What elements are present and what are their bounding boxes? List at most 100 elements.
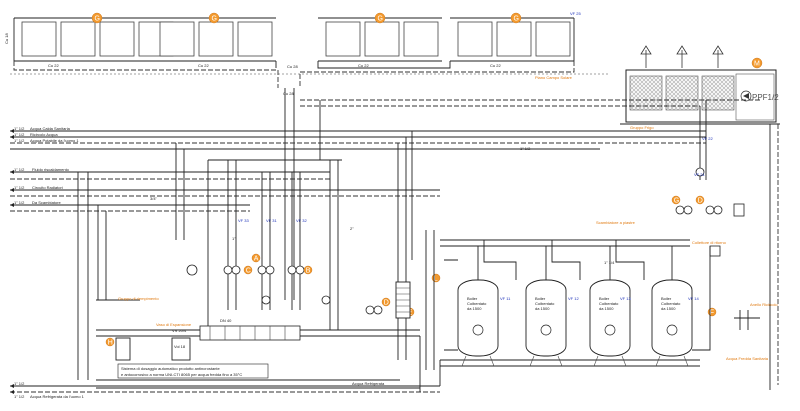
pump-12	[713, 205, 723, 215]
cold-water-label: Acqua Fredda Sanitaria	[726, 356, 769, 361]
tank-2-line-1: Boiler	[535, 296, 546, 301]
chiller-unit: PPF1/2 M Gruppo Frigo	[620, 45, 780, 390]
pump-badge-d: D	[384, 300, 389, 307]
pump-badge-d2: D	[698, 198, 703, 205]
pump-badge-b: B	[306, 268, 311, 275]
pump-4	[265, 265, 275, 275]
tank-1-line-2: Coibentato	[467, 301, 487, 306]
bottom-lines: 1" 1/2 Acqua Refrigerata 1" 1/2 Acqua Re…	[10, 336, 441, 399]
left-line-2-size: 1" 1/2	[14, 132, 25, 137]
chiller-badge	[751, 57, 763, 69]
tank-2-tag: VF 12	[568, 296, 579, 301]
dosing-group: Sistema di dosaggio automatico prodotto …	[96, 296, 420, 389]
pump-1	[223, 265, 233, 275]
exhaust-arrow-1	[640, 45, 652, 68]
plate-heat-exchanger	[395, 281, 411, 319]
pump-11	[705, 205, 715, 215]
left-line-3-size: 1" 1/2	[14, 138, 25, 143]
collector-group-2-badge-text: G	[212, 16, 217, 23]
collector-group-4: G Cu 22 VF 25	[450, 11, 581, 68]
chiller-base-label: Gruppo Frigo	[630, 125, 654, 130]
collector-group-2: G Cu 22	[153, 12, 276, 68]
pump-6	[295, 265, 305, 275]
storage-tanks	[425, 230, 700, 370]
collector-group-1: G Cu 18 Cu 22	[4, 12, 180, 68]
left-line-3-label: Acqua Potabile da l'uomo 1	[30, 138, 79, 143]
collector-group-2-pipe-bottom: Cu 22	[198, 63, 209, 68]
left-line-4-label: Fluido riscaldamento	[32, 167, 70, 172]
left-line-1-label: Acqua Calda Sanitaria	[30, 126, 71, 131]
tank-2-line-2: Coibentato	[535, 301, 555, 306]
pump-10	[683, 205, 693, 215]
solar-field-label: Piano Campo Solare	[535, 75, 573, 80]
size-label-a: 1" 1/2	[520, 146, 531, 151]
pump-row	[223, 205, 723, 315]
pump-badge-g: G	[674, 198, 679, 205]
bottom-line-1-label: Acqua Refrigerata	[352, 381, 385, 386]
dosing-note-line-2: e antocorrosivo a norma UNI-CTI 8065 per…	[121, 372, 242, 377]
tank-3-line-1: Boiler	[599, 296, 610, 301]
left-line-6-label: Da Scambiatore	[32, 200, 61, 205]
tank-3-line-2: Coibentato	[599, 301, 619, 306]
dosing-note-line-1: Sistema di dosaggio automatico prodotto …	[121, 366, 221, 371]
pump-badge-f: F	[710, 310, 714, 317]
pump-badge-l: L	[434, 276, 438, 283]
size-label-f: DN 40	[220, 318, 232, 323]
collector-group-3: G Cu 22	[318, 12, 442, 68]
tank-4: Boiler Coibentato da 1500 VF 14	[651, 279, 699, 367]
pump-5	[287, 265, 297, 275]
exhaust-arrow-3	[712, 45, 724, 68]
tank-4-line-2: Coibentato	[661, 301, 681, 306]
chiller-badge-text: M	[754, 61, 760, 68]
tank-4-line-1: Boiler	[661, 296, 672, 301]
left-line-2-label: Ricircolo Acqua	[30, 132, 58, 137]
loop-label: Anello Ricircolo	[750, 302, 778, 307]
collector-group-3-badge-text: G	[378, 16, 383, 23]
dosing-label: Gruppo di riempimento	[118, 296, 159, 301]
pump-badge-h: H	[108, 340, 113, 347]
tank-4-tag: VF 14	[688, 296, 699, 301]
blue-tag-3: VF 33	[238, 218, 249, 223]
collector-top-tag: VF 25	[570, 11, 581, 16]
tank-1: Boiler Coibentato da 1500 VF 11	[457, 279, 511, 367]
pump-7	[365, 305, 375, 315]
pump-2	[231, 265, 241, 275]
bottom-line-1-size: 1" 1/2	[14, 381, 25, 386]
left-line-6-size: 1" 1/2	[14, 200, 25, 205]
collector-group-4-badge-text: G	[514, 16, 519, 23]
size-label-c: 1"	[232, 236, 236, 241]
return-collector-label: Collettore di ritorno	[692, 240, 727, 245]
size-label-d: 2"	[350, 226, 354, 231]
pump-badge-c: C	[246, 268, 251, 275]
small-label-vol: Vol 18	[174, 344, 186, 349]
collector-group-1-pipe-left: Cu 18	[4, 33, 9, 44]
left-line-5-size: 1" 1/2	[14, 185, 25, 190]
collector-group-1-badge	[91, 12, 103, 24]
size-label-e: 1" 1/4	[604, 260, 615, 265]
tank-piping	[444, 240, 760, 351]
small-label-vs: VS 20/4	[172, 328, 187, 333]
bottom-line-2-label: Acqua Refrigerata da l'uomo 1	[30, 394, 85, 399]
blue-tag-5: VF 22	[702, 136, 713, 141]
size-label-b: 3/4"	[150, 196, 158, 201]
pump-9	[675, 205, 685, 215]
size-label-g: Cu 28	[283, 91, 294, 96]
expansion-vessels	[186, 167, 745, 305]
tank-3-tag: VF 13	[620, 296, 631, 301]
manifold-label: Cu 28	[287, 64, 298, 69]
bottom-line-2-size: 1" 1/2	[14, 394, 25, 399]
tank-4-line-3: da 1500	[661, 306, 676, 311]
blue-tag-2: VF 32	[296, 218, 307, 223]
pump-badge-a: A	[254, 256, 259, 263]
blue-tag-1: VF 31	[266, 218, 277, 223]
blue-tag-4: VF 21	[694, 172, 705, 177]
collector-group-1-pipe-bottom: Cu 22	[48, 63, 59, 68]
exhaust-arrow-2	[676, 45, 688, 68]
tank-3: Boiler Coibentato da 1500 VF 13	[589, 279, 631, 367]
heat-exchanger-label: Scambiatore a piastre	[596, 220, 636, 225]
tank-1-line-1: Boiler	[467, 296, 478, 301]
tank-1-tag: VF 11	[500, 296, 511, 301]
risers	[77, 99, 760, 380]
solar-manifold: Cu 28 Piano Campo Solare	[10, 61, 610, 300]
